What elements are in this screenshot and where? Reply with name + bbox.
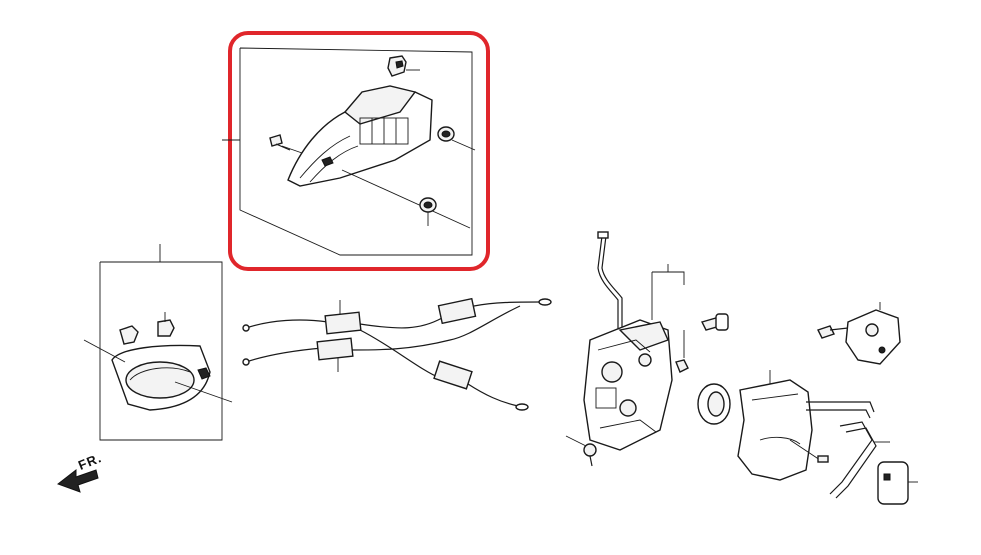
striker-rod-part[interactable] [806,401,890,499]
handle-grommet-part[interactable] [437,126,476,151]
lock-grommet-part[interactable] [697,383,731,425]
handle-clip-part[interactable] [387,55,420,77]
door-pad-part[interactable] [877,461,918,505]
outer-handle-group[interactable] [222,31,490,271]
inner-handle-part[interactable] [83,339,233,411]
lock-screw-part[interactable] [700,313,729,331]
group-bracket-lock [652,271,685,285]
door-cables-part[interactable] [242,297,552,411]
inner-handle-group[interactable] [83,244,233,441]
front-direction-arrow-icon [56,468,99,493]
lock-rod-part[interactable] [597,231,623,330]
inner-handle-clip-part[interactable] [119,312,175,345]
door-striker-part[interactable] [845,302,901,365]
group-bracket-inner-handle [99,261,223,441]
door-lock-part[interactable] [583,319,673,451]
handle-seal-part[interactable] [419,197,437,226]
lock-shield-part[interactable] [737,370,829,481]
lock-clip-part[interactable] [675,330,689,373]
group-bracket-outer-handle [239,47,473,256]
highlight-box[interactable] [228,31,490,271]
door-lock-group[interactable] [565,231,689,467]
outer-handle-part[interactable] [287,85,471,229]
striker-screw-part[interactable] [817,325,849,339]
lock-bolt-part[interactable] [565,435,597,467]
